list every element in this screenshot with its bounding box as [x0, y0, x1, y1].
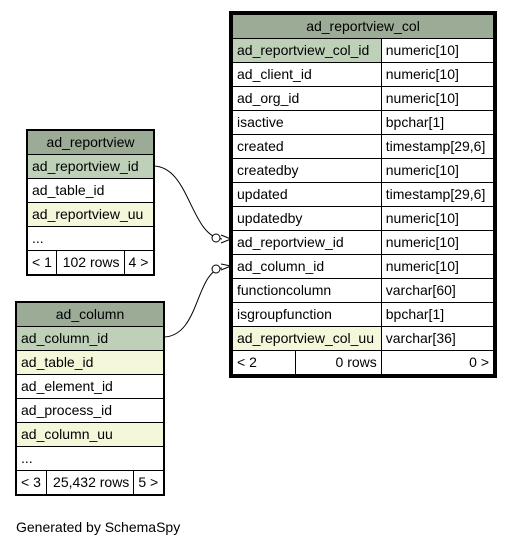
column-name: updatedby — [232, 206, 382, 231]
column-name: ad_org_id — [232, 86, 382, 111]
edge-column — [162, 267, 223, 338]
column-row: ad_reportview_id — [27, 154, 154, 179]
row-count: 25,432 rows — [45, 470, 135, 495]
column-type: numeric[10] — [380, 86, 495, 111]
generated-by-label: Generated by SchemaSpy — [16, 519, 181, 535]
children-link[interactable]: 0 > — [380, 350, 495, 375]
column-row: ad_process_id — [16, 398, 164, 423]
parents-link[interactable]: < 3 — [16, 470, 47, 495]
column-type: varchar[60] — [380, 278, 495, 303]
column-type: numeric[10] — [380, 62, 495, 87]
column-type: numeric[10] — [380, 254, 495, 279]
column-row: ... — [27, 226, 154, 251]
column-name: ad_reportview_col_id — [232, 38, 382, 63]
column-type: varchar[36] — [380, 326, 495, 351]
children-link[interactable]: 5 > — [133, 470, 164, 495]
column-row: ad_column_id — [16, 326, 164, 351]
column-row: ad_reportview_uu — [27, 202, 154, 227]
table-ad-column[interactable]: ad_column ad_column_id ad_table_id ad_el… — [15, 301, 165, 496]
children-link[interactable]: 4 > — [123, 250, 155, 275]
column-type: timestamp[29,6] — [380, 182, 495, 207]
column-name: isgroupfunction — [232, 302, 382, 327]
column-type: numeric[10] — [380, 158, 495, 183]
column-name: created — [232, 134, 382, 159]
column-row: ad_element_id — [16, 374, 164, 399]
column-name: ad_client_id — [232, 62, 382, 87]
parents-link[interactable]: < 1 — [26, 250, 58, 275]
table-ad-reportview[interactable]: ad_reportview ad_reportview_id ad_table_… — [26, 129, 155, 276]
column-name: ad_reportview_id — [232, 230, 382, 255]
table-title: ad_column — [16, 302, 164, 327]
row-count: 102 rows — [56, 250, 125, 275]
column-row: ad_table_id — [27, 178, 154, 203]
column-name: isactive — [232, 110, 382, 135]
column-type: numeric[10] — [380, 230, 495, 255]
table-title: ad_reportview — [27, 130, 154, 155]
edge-reportview-end-circle — [211, 233, 221, 243]
column-type: numeric[10] — [380, 38, 495, 63]
table-ad-reportview-col[interactable]: ad_reportview_col ad_reportview_col_id n… — [229, 11, 497, 378]
row-count: 0 rows — [295, 350, 382, 375]
column-name: createdby — [232, 158, 382, 183]
column-type: numeric[10] — [380, 206, 495, 231]
column-row: ad_column_uu — [16, 422, 164, 447]
edge-column-end-circle — [211, 264, 221, 274]
column-row: ... — [16, 446, 164, 471]
edge-reportview — [152, 165, 223, 240]
column-name: updated — [232, 182, 382, 207]
column-type: bpchar[1] — [380, 302, 495, 327]
column-name: ad_reportview_col_uu — [232, 326, 382, 351]
column-row: ad_table_id — [16, 350, 164, 375]
column-type: bpchar[1] — [380, 110, 495, 135]
parents-link[interactable]: < 2 — [232, 350, 296, 375]
column-name: functioncolumn — [232, 278, 382, 303]
column-type: timestamp[29,6] — [380, 134, 495, 159]
table-title: ad_reportview_col — [232, 14, 494, 39]
column-name: ad_column_id — [232, 254, 382, 279]
